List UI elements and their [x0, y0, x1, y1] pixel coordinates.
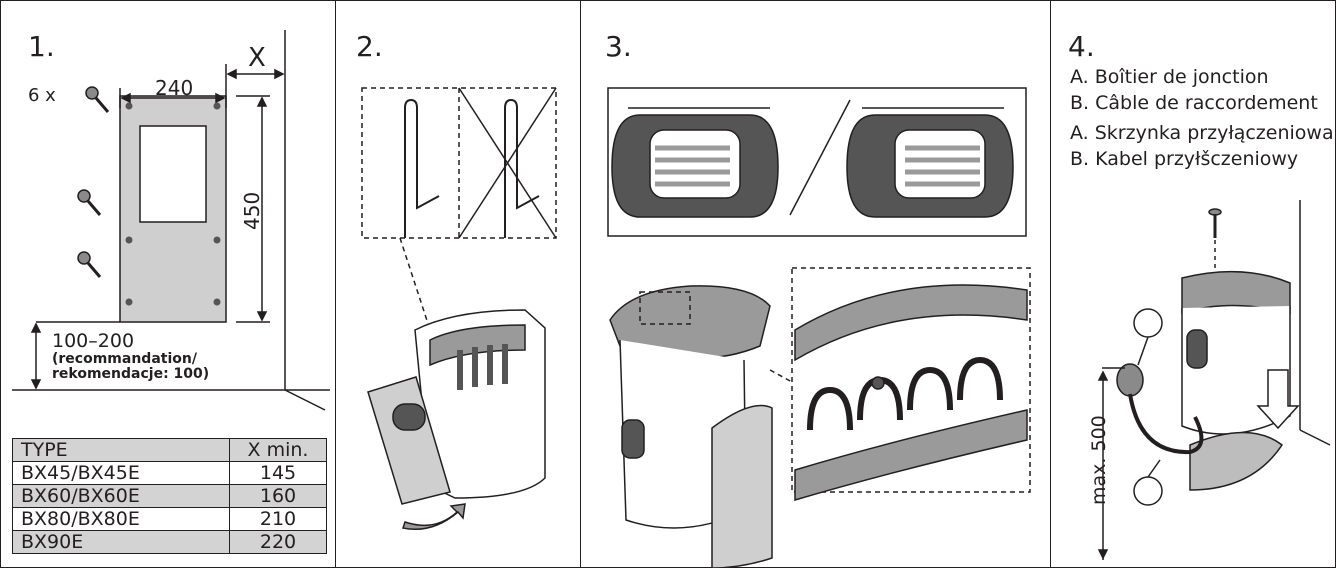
- callout-a-circle: [1133, 308, 1163, 338]
- table-cell-type: BX60/BX60E: [12, 484, 230, 508]
- min-distance-table: TYPE X min. BX45/BX45E 145 BX60/BX60E 16…: [12, 438, 327, 554]
- wrong-hook-icon: [504, 98, 540, 238]
- legend-b-fr: B. Câble de raccordement: [1070, 92, 1318, 114]
- table-header-row: TYPE X min.: [12, 438, 327, 462]
- table-cell-xmin: 220: [229, 530, 327, 554]
- screw-icon: [1208, 208, 1222, 238]
- table-cell-xmin: 210: [229, 507, 327, 531]
- legend-b-pl: B. Kabel przyłšczeniowy: [1070, 148, 1299, 170]
- table-cell-type: BX90E: [12, 530, 230, 554]
- table-header-xmin: X min.: [229, 438, 327, 462]
- distance-x-label: X: [248, 43, 266, 73]
- heater-installed: [1181, 270, 1300, 491]
- floor-distance-label: 100–200: [52, 330, 135, 352]
- floor-note-line2: rekomendacje: 100): [52, 366, 210, 382]
- heater-top-view-right: [846, 107, 1014, 218]
- screw-icon: [77, 86, 110, 278]
- step-2-number: 2.: [356, 30, 383, 63]
- legend-a-pl: A. Skrzynka przyłączeniowa: [1070, 122, 1334, 144]
- heater-assembly: [609, 285, 773, 568]
- correct-hook-icon: [404, 98, 440, 238]
- floor-corner-line: [284, 389, 326, 411]
- heater-detail-view: [794, 284, 1028, 502]
- detail-frame: [791, 267, 1031, 493]
- step-4-number: 4.: [1068, 30, 1095, 63]
- plate-holes: [125, 102, 221, 306]
- heater-open-panel: [367, 309, 546, 530]
- step-3-number: 3.: [605, 30, 632, 63]
- table-header-type: TYPE: [12, 438, 230, 462]
- heater-top-view-left: [611, 107, 779, 218]
- step-1-number: 1.: [28, 30, 55, 63]
- junction-box-icon: [1116, 363, 1144, 397]
- panel-divider-3: [1050, 0, 1051, 568]
- callout-b-circle: [1133, 476, 1163, 506]
- connection-cable: [1128, 393, 1204, 455]
- element-orientation-frame: [607, 87, 1027, 237]
- table-row: BX90E 220: [12, 530, 327, 554]
- plate-cutout: [139, 125, 207, 223]
- screw-count-label: 6 x: [28, 85, 56, 106]
- table-row: BX60/BX60E 160: [12, 484, 327, 508]
- legend-a-fr: A. Boîtier de jonction: [1070, 66, 1269, 88]
- table-cell-xmin: 160: [229, 484, 327, 508]
- floor-note-line1: (recommandation/: [52, 351, 197, 367]
- table-cell-type: BX45/BX45E: [12, 461, 230, 485]
- panel-divider-1: [335, 0, 336, 568]
- panel-divider-2: [580, 0, 581, 568]
